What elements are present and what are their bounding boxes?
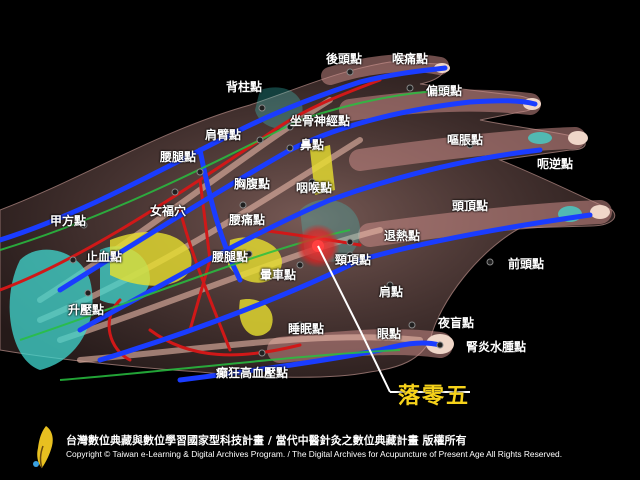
footer: 台灣數位典藏與數位學習國家型科技計畫 / 當代中醫針灸之數位典藏計畫 版權所有 … (0, 418, 640, 480)
nail-4 (590, 205, 610, 219)
finger-index (321, 54, 449, 85)
label-houtong: 喉痛點 (392, 52, 429, 66)
nail-3 (568, 131, 588, 145)
veins (0, 65, 593, 383)
taiwan-logo-icon (33, 426, 53, 469)
label-shuimian: 睡眠點 (288, 322, 325, 336)
label-dian: 癲狂高血壓點 (216, 366, 289, 380)
label-nvfu: 女福穴 (150, 204, 187, 218)
label-zuogu: 坐骨神經點 (290, 114, 351, 128)
highlight-leader-line (317, 245, 391, 393)
label-houtou: 後頭點 (326, 52, 363, 66)
highlight-point-label: 落零五 (398, 384, 471, 409)
label-xiongfu: 胸腹點 (234, 177, 271, 191)
label-yanhou: 咽喉點 (296, 181, 333, 195)
label-shengya: 升壓點 (68, 303, 105, 317)
label-yaotong: 腰痛點 (229, 213, 266, 227)
label-shenyan: 腎炎水腫點 (466, 340, 527, 354)
hand-anatomy-drawing (0, 54, 616, 393)
label-beizhu: 背柱點 (226, 80, 263, 94)
label-ouzhang: 嘔脹點 (447, 133, 484, 147)
label-jingding: 頸項點 (335, 253, 372, 267)
label-piantou: 偏頭點 (426, 84, 463, 98)
footer-copyright-english: Copyright © Taiwan e-Learning & Digital … (66, 449, 563, 459)
label-jiafang: 甲方點 (50, 214, 87, 228)
label-zhixue: 止血點 (86, 250, 123, 264)
label-qiantou: 前頭點 (508, 257, 545, 271)
footer-copyright-chinese: 台灣數位典藏與數位學習國家型科技計畫 / 當代中醫針灸之數位典藏計畫 版權所有 (66, 434, 467, 447)
label-toudingright: 頭頂點 (452, 199, 489, 213)
label-jianbi: 肩臂點 (205, 128, 242, 142)
label-yaotui2: 腰腿點 (212, 250, 249, 264)
label-yemang: 夜盲點 (438, 316, 475, 330)
label-bi: 鼻點 (300, 138, 325, 152)
label-jian: 肩點 (379, 285, 404, 299)
label-eni: 呃逆點 (537, 157, 574, 171)
point-markers (69, 68, 494, 357)
label-yan: 眼點 (377, 327, 402, 341)
label-tuire: 退熱點 (384, 229, 421, 243)
label-yunche: 暈車點 (260, 268, 297, 282)
label-yaotui1: 腰腿點 (160, 150, 197, 164)
